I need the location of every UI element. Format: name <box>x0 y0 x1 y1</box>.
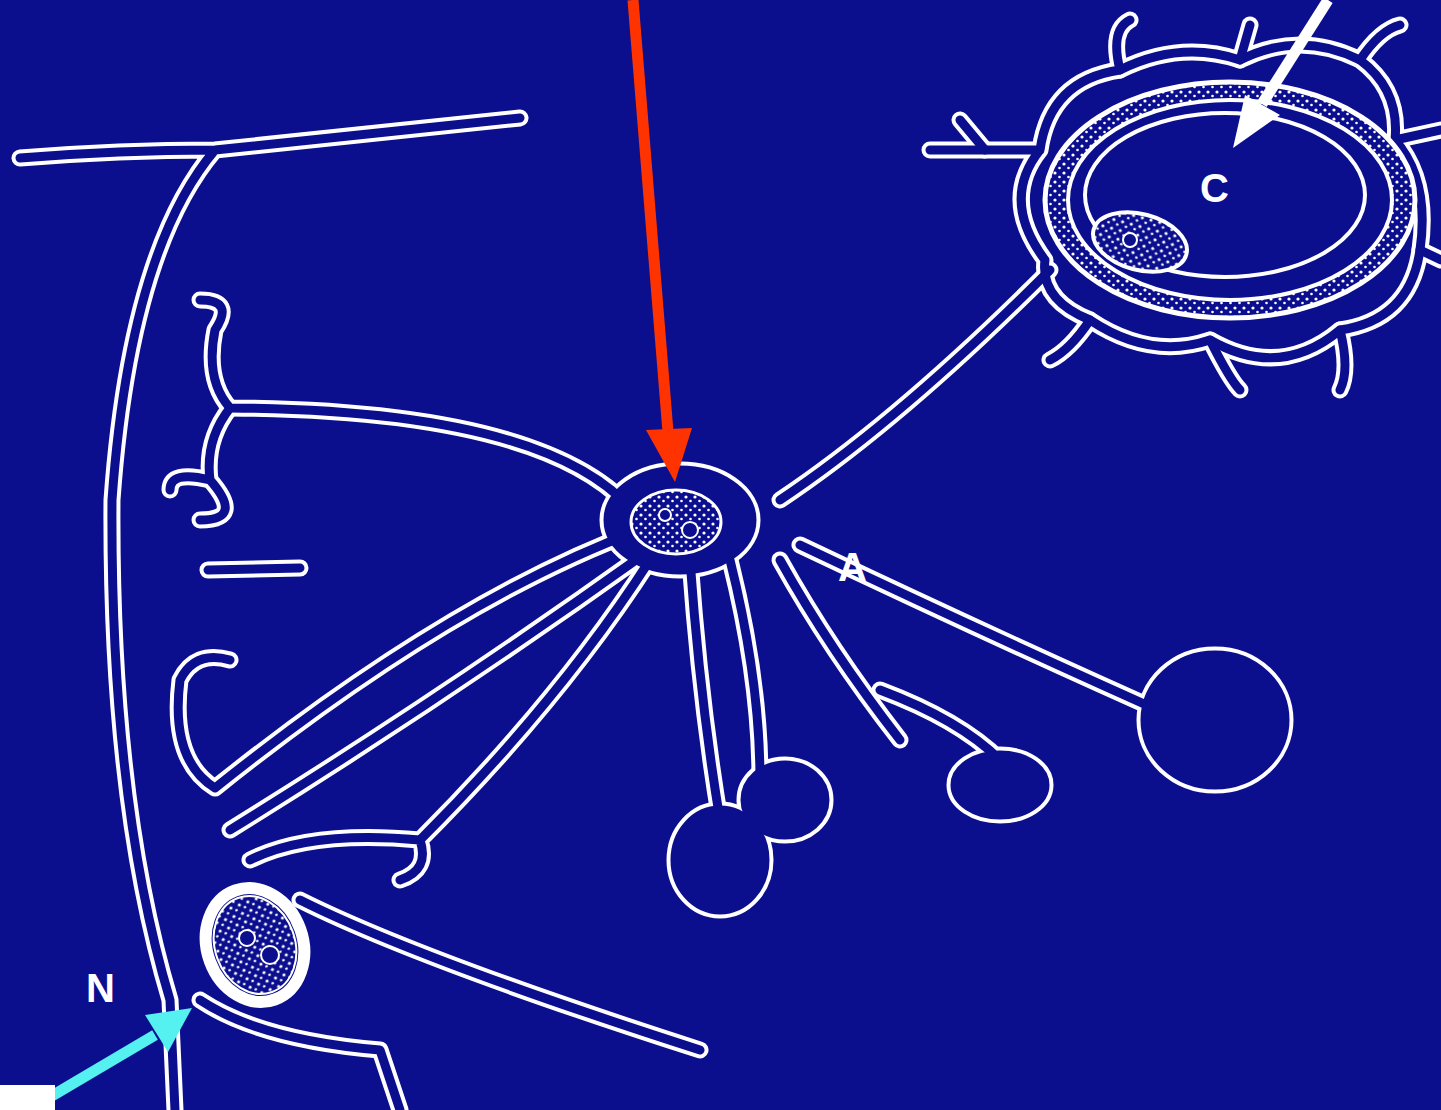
red-arrow <box>633 0 668 432</box>
part-label: A <box>838 547 867 587</box>
part-label: C <box>1200 168 1229 208</box>
part-label: N <box>86 968 115 1008</box>
